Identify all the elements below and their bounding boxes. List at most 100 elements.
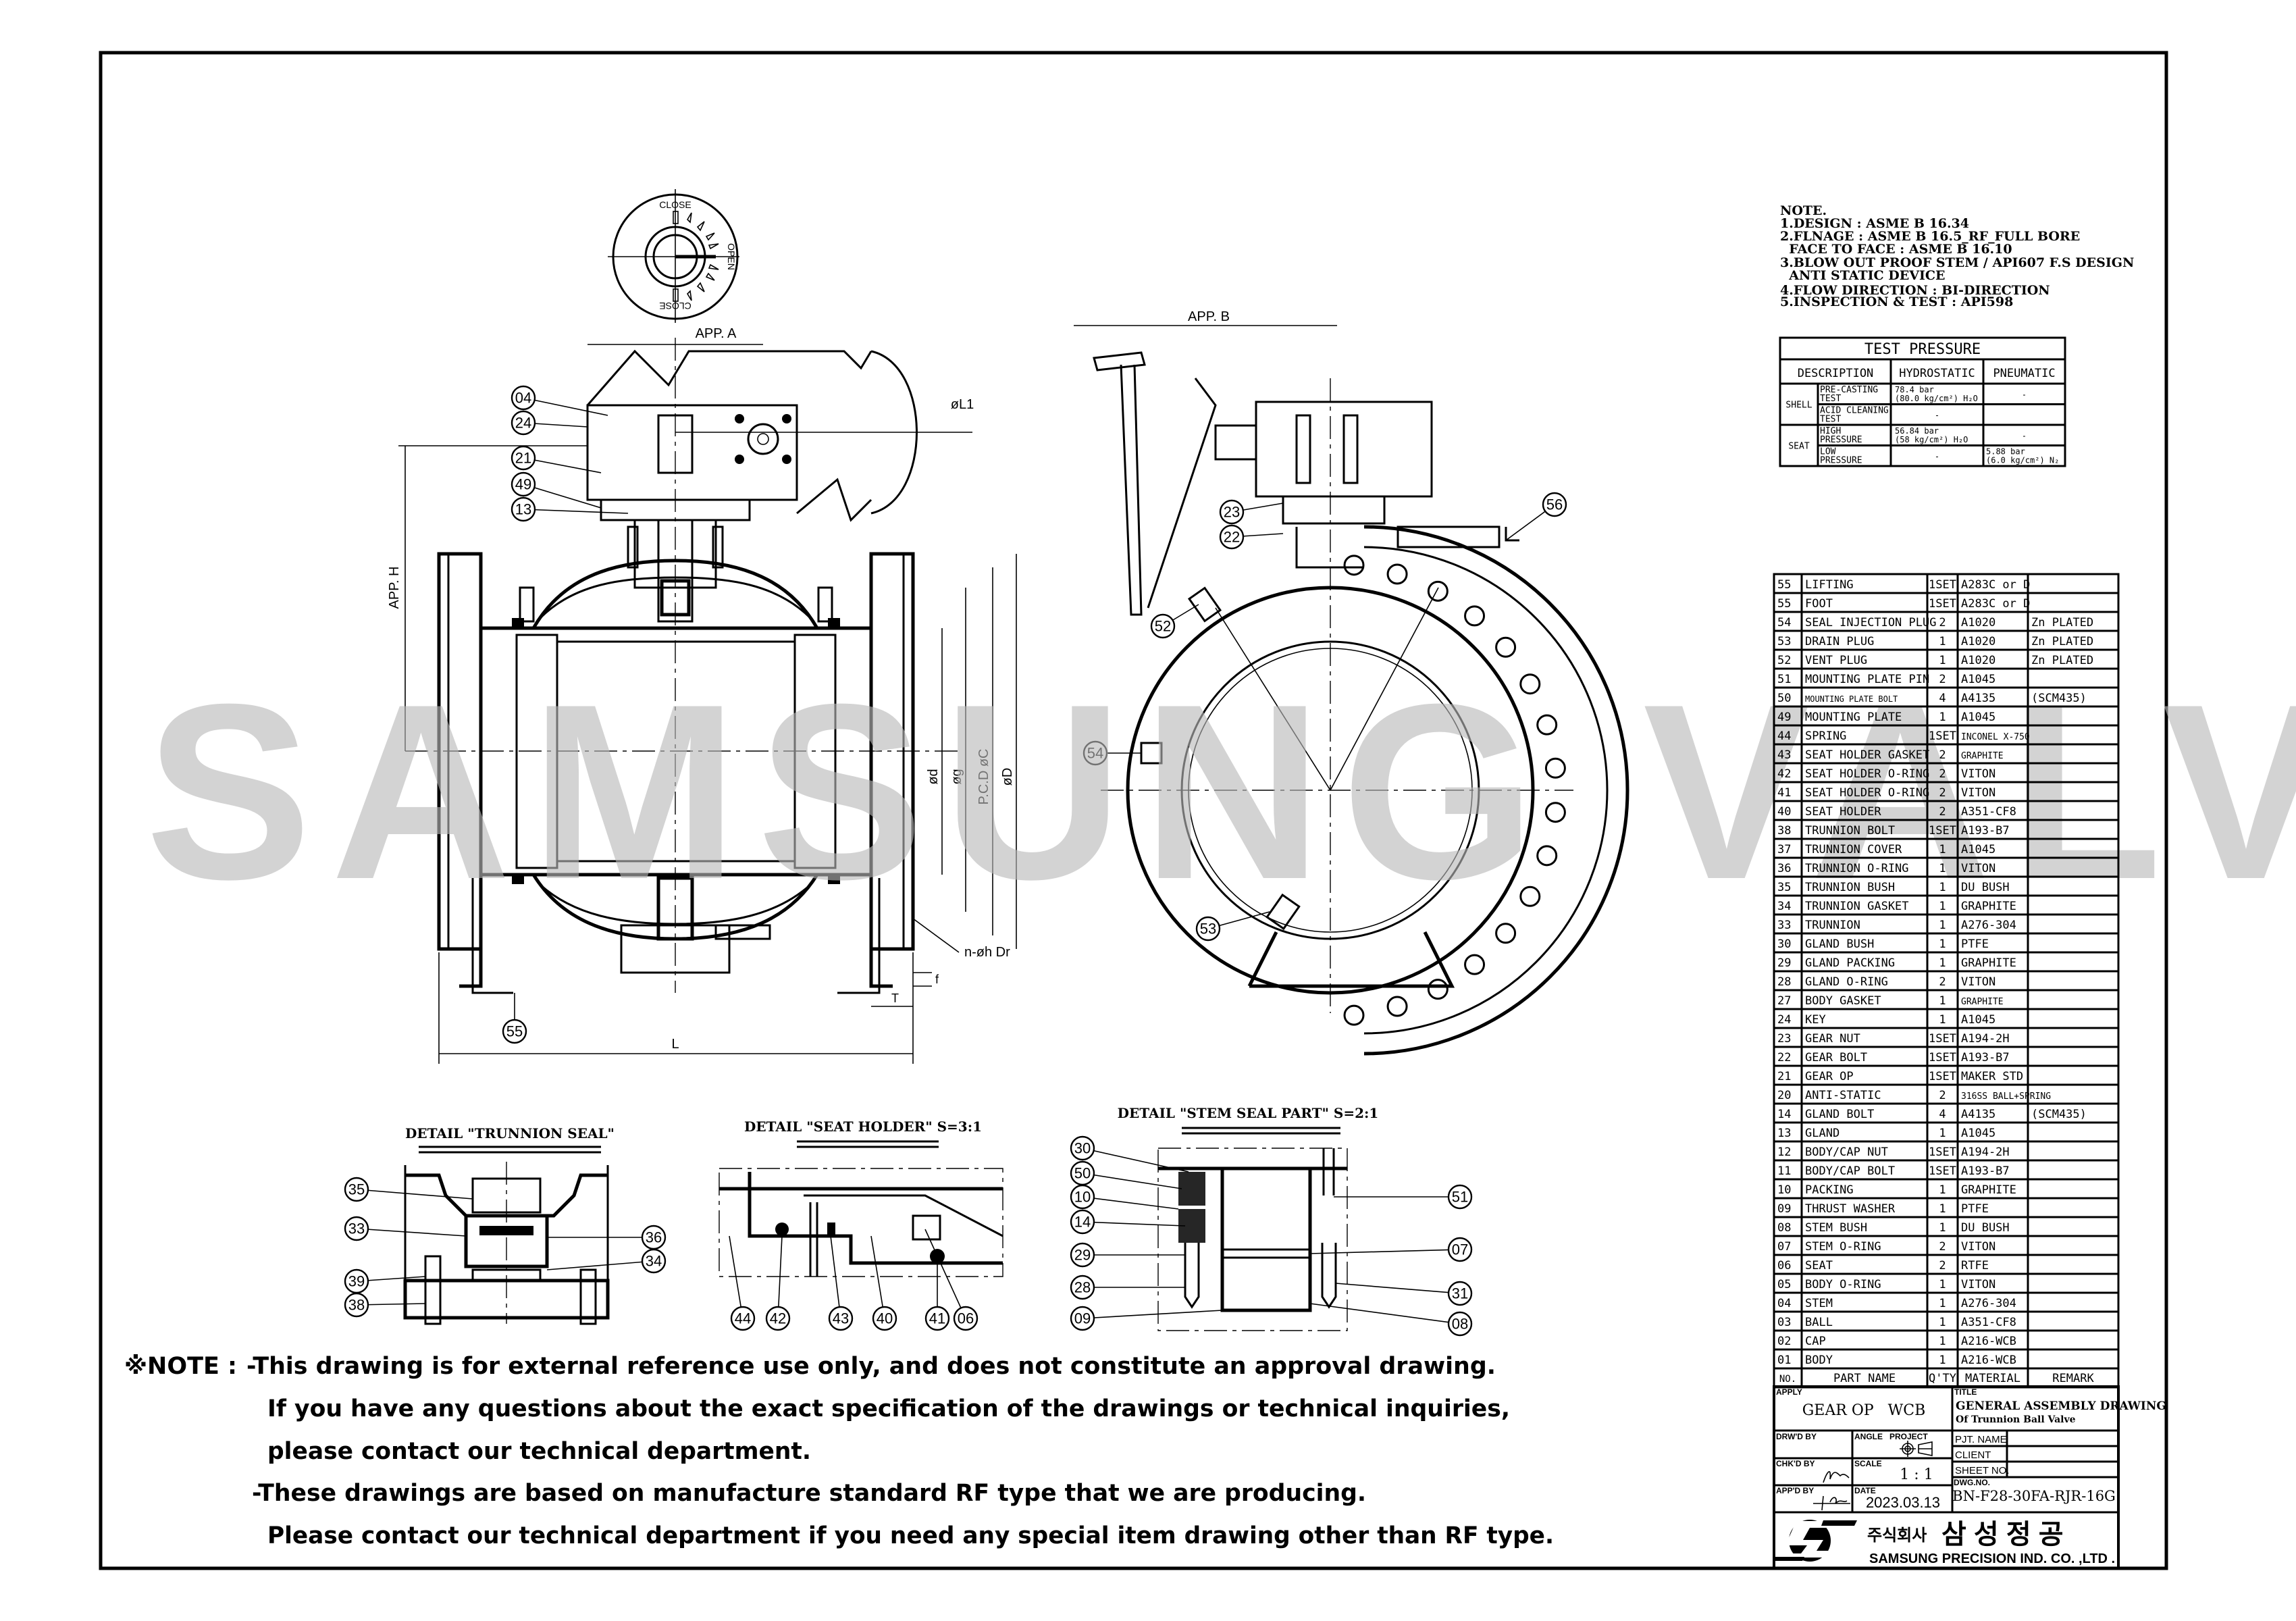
balloon-number: 13 [515, 501, 531, 518]
part-material: A216-WCB [1961, 1335, 2016, 1348]
part-name: GLAND O-RING [1805, 975, 1888, 989]
company-kr-prefix: 주식회사 [1867, 1526, 1927, 1545]
detail-stem-seal: DETAIL "STEM SEAL PART" S=2:1 [1118, 1105, 1378, 1331]
part-number: 50 [1777, 692, 1791, 705]
disclaimer-line: -These drawings are based on manufacture… [252, 1480, 1366, 1507]
disclaimer-line: -This drawing is for external reference … [246, 1353, 1496, 1380]
test-pressure-cell-desc: TEST [1820, 394, 1841, 404]
part-name: SEAT HOLDER [1805, 805, 1881, 819]
bolt-hole [1536, 714, 1558, 736]
part-number: 04 [1777, 1297, 1791, 1310]
design-notes: NOTE. 1.DESIGN : ASME B 16.34 2.FLNAGE :… [1780, 203, 2134, 309]
bolt-hole [1386, 996, 1408, 1017]
test-pressure-cell-pneu: - [2022, 431, 2027, 440]
part-material: A194-2H [1961, 1032, 2010, 1046]
part-name: VENT PLUG [1805, 654, 1867, 667]
balloon-number: 42 [770, 1310, 786, 1327]
balloon-circle [1082, 740, 1108, 766]
part-material: A1045 [1961, 673, 1995, 686]
close-label-top: CLOSE [659, 199, 691, 210]
part-name: STEM BUSH [1805, 1221, 1867, 1235]
part-material: A4135 [1961, 692, 1995, 705]
part-material: A1020 [1961, 616, 1995, 629]
balloon-number: 40 [877, 1310, 893, 1327]
balloon-circle [872, 1306, 897, 1331]
balloon-circle [1070, 1242, 1095, 1268]
leader-line [546, 1260, 654, 1270]
callout-balloon-40: 40 [872, 1306, 897, 1331]
balloon-number: 28 [1074, 1279, 1091, 1296]
part-qty: 1 [1939, 1278, 1946, 1291]
test-pressure-cell-pneu: - [2022, 390, 2027, 399]
part-number: 29 [1777, 956, 1791, 970]
bolt-hole [1427, 979, 1449, 1000]
balloon-circle [1447, 1184, 1473, 1210]
balloon-number: 55 [506, 1023, 523, 1040]
leader-line [1082, 1221, 1186, 1227]
leader-line [924, 1229, 966, 1319]
balloon-circle [953, 1306, 979, 1331]
part-number: 23 [1777, 1032, 1791, 1046]
balloon-circle [1219, 524, 1245, 550]
part-material: VITON [1961, 862, 1995, 875]
part-material: A276-304 [1961, 1297, 2016, 1310]
part-qty: 1 [1939, 635, 1946, 648]
part-material: RTFE [1961, 1259, 1989, 1272]
test-pressure-cell-desc: HIGH [1820, 426, 1841, 436]
part-qty: 1 [1939, 900, 1946, 913]
part-name: BODY/CAP BOLT [1805, 1164, 1895, 1178]
part-material: A1020 [1961, 654, 1995, 667]
balloon-circle [1070, 1209, 1095, 1235]
parts-column-header: REMARK [2052, 1372, 2094, 1385]
leader-line [777, 1235, 783, 1319]
part-material: A276-304 [1961, 919, 2016, 932]
callout-balloon-14: 14 [1070, 1209, 1095, 1235]
group-label: SEAT [1788, 442, 1809, 452]
test-pressure-cell-desc: LOW [1820, 447, 1836, 457]
balloon-circle [511, 410, 536, 436]
part-material: DU BUSH [1961, 881, 2010, 894]
leader-line [356, 1228, 467, 1237]
part-name: GLAND PACKING [1805, 956, 1895, 970]
part-material: A1045 [1961, 1013, 1995, 1027]
part-material: PTFE [1961, 937, 1989, 951]
part-number: 55 [1777, 597, 1791, 611]
part-qty: 1 [1939, 1354, 1946, 1367]
part-qty: 1 [1939, 1202, 1946, 1216]
part-name: GEAR BOLT [1805, 1051, 1867, 1064]
pjt-name-label: PJT. NAME [1955, 1434, 2007, 1445]
leader-line [523, 397, 608, 416]
callout-balloon-49: 49 [511, 471, 536, 497]
balloon-number: 09 [1074, 1310, 1091, 1327]
part-qty: 1 [1939, 862, 1946, 875]
callout-balloon-08: 08 [1447, 1311, 1473, 1337]
part-material: A194-2H [1961, 1146, 2010, 1159]
part-qty: 1SET [1929, 597, 1956, 611]
balloon-circle [1150, 613, 1176, 639]
balloon-number: 38 [348, 1297, 365, 1314]
part-material: VITON [1961, 1240, 1995, 1254]
callout-balloon-13: 13 [511, 496, 536, 522]
test-pressure-cell-desc: TEST [1820, 415, 1841, 425]
callout-balloon-06: 06 [953, 1306, 979, 1331]
part-qty: 1 [1939, 1335, 1946, 1348]
part-number: 07 [1777, 1240, 1791, 1254]
company-logo [1773, 1520, 1857, 1562]
part-name: MOUNTING PLATE PIN [1805, 673, 1929, 686]
part-name: SEAT HOLDER GASKET [1805, 748, 1929, 762]
part-qty: 1 [1939, 843, 1946, 856]
scale-label: SCALE [1854, 1459, 1882, 1468]
part-material: VITON [1961, 1278, 1995, 1291]
part-number: 10 [1777, 1183, 1791, 1197]
drawing-subtitle: Of Trunnion Ball Valve [1956, 1414, 2076, 1425]
